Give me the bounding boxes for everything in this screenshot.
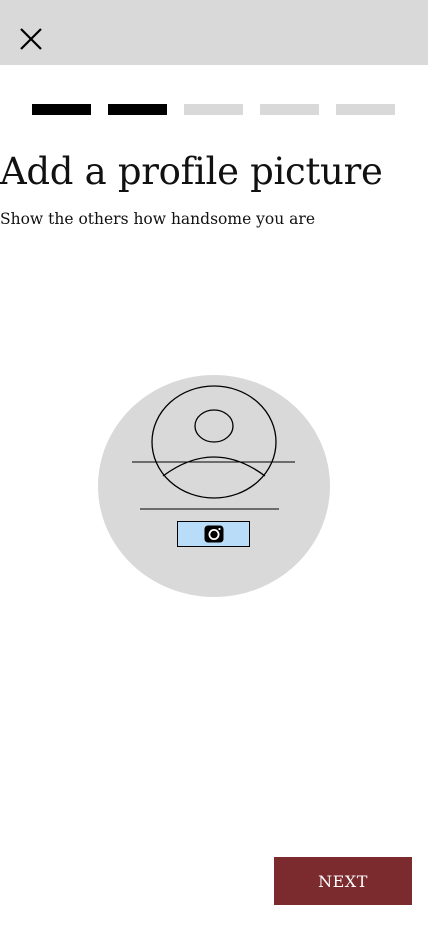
top-bar bbox=[0, 0, 428, 65]
progress-indicator bbox=[32, 104, 396, 115]
user-avatar-icon bbox=[132, 385, 295, 510]
profile-picture-picker[interactable] bbox=[98, 375, 330, 597]
camera-icon bbox=[204, 525, 223, 543]
page-title: Add a profile picture bbox=[0, 150, 383, 193]
close-icon bbox=[20, 28, 42, 50]
next-button[interactable]: NEXT bbox=[274, 857, 412, 905]
progress-step-1 bbox=[32, 104, 91, 115]
progress-step-5 bbox=[336, 104, 395, 115]
page-subtitle: Show the others how handsome you are bbox=[0, 210, 315, 228]
progress-step-4 bbox=[260, 104, 319, 115]
close-button[interactable] bbox=[14, 22, 48, 56]
progress-step-3 bbox=[184, 104, 243, 115]
progress-step-2 bbox=[108, 104, 167, 115]
upload-photo-button[interactable] bbox=[177, 521, 250, 547]
